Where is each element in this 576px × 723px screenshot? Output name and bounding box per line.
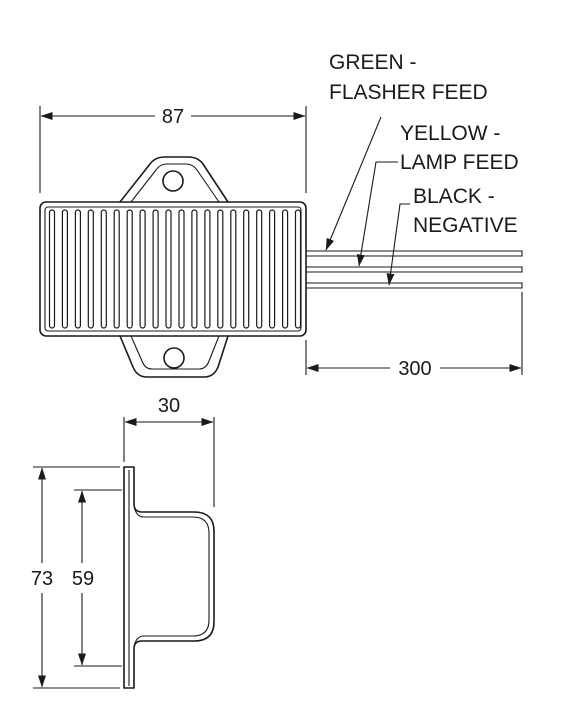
cooling-fin — [256, 209, 263, 329]
side-profile — [123, 466, 215, 689]
cooling-fin — [61, 209, 69, 329]
yellow-leader — [356, 161, 398, 267]
cooling-fin — [294, 209, 302, 329]
overall-height-value: 73 — [31, 568, 53, 590]
width-dimension: 87 — [39, 106, 307, 193]
cooling-fin — [74, 209, 82, 329]
cooling-fin — [87, 209, 94, 329]
top-view: GREEN - FLASHER FEED YELLOW - LAMP FEED … — [39, 51, 523, 380]
black-label-line1: BLACK - — [413, 185, 495, 208]
black-label-line2: NEGATIVE — [413, 214, 518, 237]
cooling-fin — [48, 209, 56, 329]
inner-height-value: 59 — [72, 568, 94, 590]
cooling-fin — [100, 209, 107, 329]
yellow-label-line2: LAMP FEED — [400, 151, 519, 174]
cooling-fin — [204, 209, 211, 329]
cooling-fin — [269, 209, 276, 329]
cooling-fin — [282, 209, 289, 329]
width-value: 87 — [162, 106, 184, 128]
yellow-label-line1: YELLOW - — [400, 122, 500, 145]
cooling-fin — [113, 209, 120, 329]
cooling-fin — [139, 209, 146, 329]
green-label-line2: FLASHER FEED — [329, 81, 488, 104]
cooling-fins — [48, 209, 302, 329]
cooling-fin — [152, 209, 159, 329]
cooling-fin — [165, 209, 172, 329]
overall-height-dimension: 73 — [31, 466, 120, 689]
top-mounting-hole — [162, 170, 184, 192]
bottom-mounting-hole — [163, 347, 185, 369]
side-view: 30 73 59 — [31, 395, 215, 689]
cooling-fin — [178, 209, 185, 329]
depth-value: 30 — [158, 395, 180, 417]
green-label-line1: GREEN - — [329, 51, 417, 74]
cooling-fin — [243, 209, 250, 329]
cooling-fin — [217, 209, 224, 329]
depth-dimension: 30 — [123, 395, 215, 507]
cooling-fin — [126, 209, 133, 329]
green-leader — [325, 116, 382, 251]
finned-body — [39, 201, 307, 337]
wire-leads — [306, 250, 523, 289]
black-leader — [386, 203, 410, 286]
top-mounting-ear — [119, 156, 229, 203]
bottom-mounting-ear — [119, 335, 229, 378]
lead-length-dimension: 300 — [305, 292, 523, 380]
inner-height-dimension: 59 — [72, 489, 122, 667]
lead-length-value: 300 — [398, 358, 431, 380]
cooling-fin — [230, 209, 237, 329]
cooling-fin — [191, 209, 198, 329]
